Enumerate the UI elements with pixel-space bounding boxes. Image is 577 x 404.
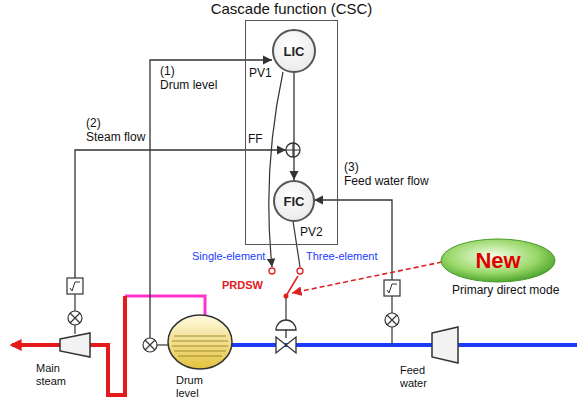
turbine-symbol xyxy=(60,333,90,357)
flow-sensor-cross xyxy=(387,315,397,325)
callout-number: (3) xyxy=(344,160,359,174)
summing-plus xyxy=(286,143,300,157)
part-name: Drum level xyxy=(176,374,224,400)
sensor-line xyxy=(391,327,392,345)
flow-sensor-symbol xyxy=(385,313,399,327)
sensor-line xyxy=(74,325,75,334)
controller-tag: LIC xyxy=(284,44,305,59)
mode-label: Single-element xyxy=(192,249,265,263)
feed-flow-signal xyxy=(314,200,392,280)
single-element-signal xyxy=(269,72,283,267)
callout-text: New xyxy=(475,248,520,274)
signal-line xyxy=(74,294,75,311)
controller-circle: LIC xyxy=(272,29,316,73)
callout-pointer xyxy=(292,262,442,293)
drum-water-lines xyxy=(172,336,228,356)
sqrt-sign xyxy=(387,284,397,293)
sensor-line xyxy=(157,344,168,345)
signal-name: PV1 xyxy=(249,66,272,80)
switch-contact xyxy=(297,268,303,274)
sqrt-extractor-symbol xyxy=(384,280,400,296)
flow-sensor-symbol xyxy=(68,311,82,325)
signal-name: Feed water flow xyxy=(344,174,429,188)
level-sensor-cross xyxy=(145,340,155,350)
mode-label: Three-element xyxy=(306,249,378,263)
controller-circle: FIC xyxy=(273,180,315,222)
new-callout-ellipse: New xyxy=(440,238,556,283)
valve-signal xyxy=(285,298,286,320)
signal-connector xyxy=(293,73,294,180)
level-sensor-symbol xyxy=(143,338,157,352)
steam-flow-signal xyxy=(75,150,286,278)
part-name: Main steam xyxy=(36,362,84,388)
three-element-signal xyxy=(293,221,300,267)
ellipse-shape xyxy=(441,239,555,282)
signal-name: Drum level xyxy=(160,78,217,92)
signal-name: Steam flow xyxy=(86,130,145,144)
signal-name: FF xyxy=(248,132,263,146)
feed-pump-symbol xyxy=(432,327,458,363)
part-name: Feed water xyxy=(400,364,448,390)
valve-stem xyxy=(285,330,286,338)
control-valve xyxy=(276,337,296,353)
signal-line xyxy=(391,296,392,313)
switch-name: PRDSW xyxy=(222,278,263,292)
sqrt-extractor-symbol xyxy=(67,278,83,294)
main-steam-arrow xyxy=(12,343,60,347)
steam-drum xyxy=(168,315,232,369)
controller-tag: FIC xyxy=(284,194,305,209)
drum-level-signal xyxy=(150,60,272,338)
mode-label: Primary direct mode xyxy=(452,283,559,297)
flow-sensor-cross xyxy=(70,313,80,323)
steam-outlet-pipe xyxy=(125,296,205,318)
callout-number: (2) xyxy=(86,116,101,130)
valve-actuator xyxy=(276,320,296,330)
signal-name: PV2 xyxy=(300,225,323,239)
summing-junction xyxy=(286,143,300,157)
box-heading: Cascade function (CSC) xyxy=(211,0,373,18)
switch-contact xyxy=(269,268,275,274)
sqrt-sign xyxy=(70,282,80,291)
main-steam-pipe xyxy=(90,296,125,395)
callout-number: (1) xyxy=(160,64,175,78)
